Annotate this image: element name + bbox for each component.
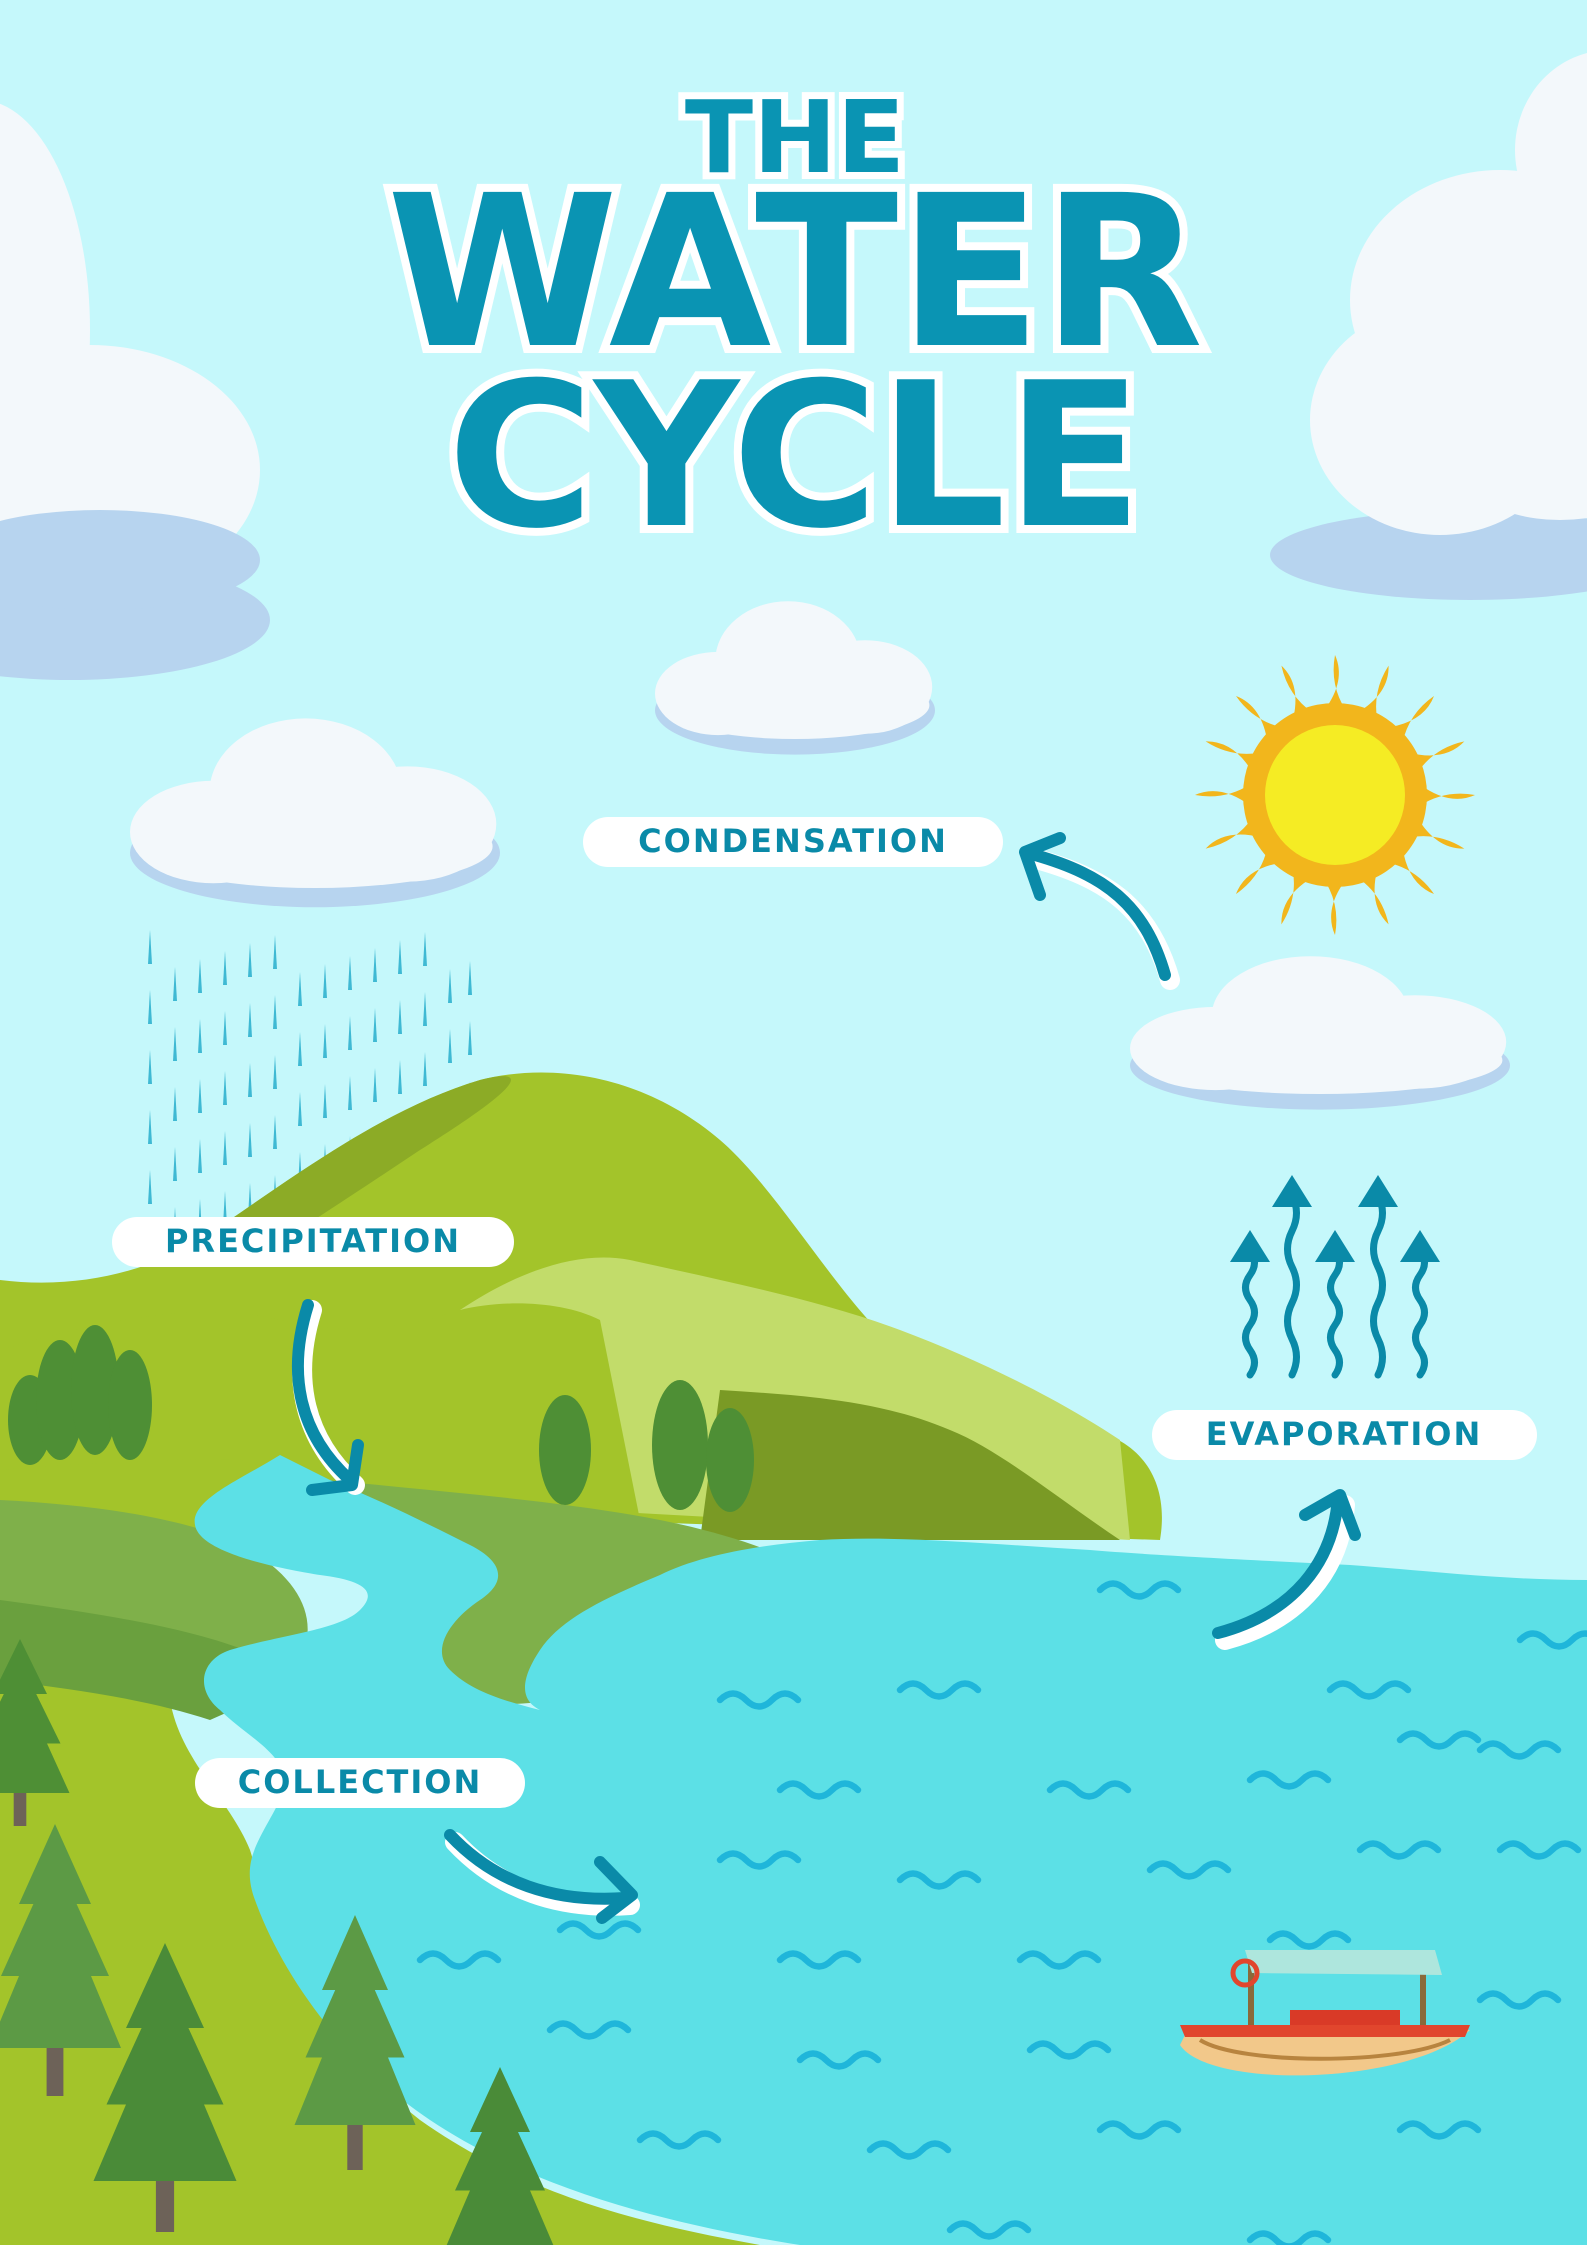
label-evaporation: EVAPORATION [1152, 1410, 1537, 1460]
title-line-the: THE [685, 79, 905, 196]
label-precipitation: PRECIPITATION [112, 1217, 514, 1267]
title-line-cycle: CYCLE [447, 340, 1142, 573]
label-condensation-text: CONDENSATION [638, 822, 948, 860]
hill-trees [8, 1325, 754, 1512]
cloud-top-left [0, 103, 270, 680]
label-collection: COLLECTION [195, 1758, 525, 1808]
label-precipitation-text: PRECIPITATION [165, 1222, 461, 1260]
boat-icon [1180, 1950, 1470, 2076]
title-line-water: WATER [387, 150, 1204, 395]
collection-arrow-icon [444, 1829, 640, 1924]
sun-icon [1195, 655, 1475, 935]
label-evaporation-text: EVAPORATION [1206, 1415, 1483, 1453]
label-collection-text: COLLECTION [238, 1763, 483, 1801]
evaporation-arrow-icon [1212, 1489, 1361, 1650]
cloud-top-right [1270, 53, 1587, 600]
evaporation-steam-arrows [1230, 1175, 1440, 1379]
label-condensation: CONDENSATION [583, 817, 1003, 867]
condensation-arrow-icon [1019, 832, 1180, 990]
precipitation-arrow-icon [292, 1299, 365, 1496]
